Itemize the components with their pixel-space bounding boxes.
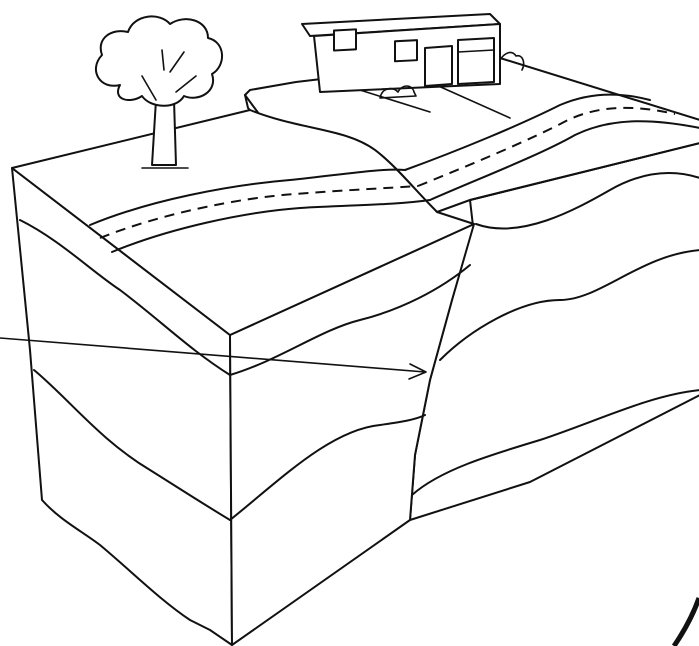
raised-top-surface [244, 57, 699, 216]
house-garage-line [457, 49, 495, 53]
left-front-layer-1 [229, 264, 471, 376]
house-garage [457, 37, 495, 85]
house-door [424, 45, 453, 87]
fault-arrow [0, 337, 427, 380]
tree [95, 15, 223, 169]
house [301, 13, 525, 99]
left-block-front-face [229, 223, 475, 646]
right-layer-3 [411, 389, 699, 496]
tree-branch-lines [141, 49, 197, 101]
house-window-right [394, 39, 418, 63]
driveway-left [359, 89, 431, 113]
right-layer-2 [439, 249, 699, 361]
upper-road-edge-left [404, 93, 651, 171]
lower-road-centerline [99, 185, 419, 239]
left-side-layer-1 [19, 219, 231, 376]
lower-road-edge-bottom [111, 199, 431, 253]
arrow-head [408, 363, 427, 380]
left-block-top-surface [11, 109, 475, 336]
house-window-left [333, 28, 357, 52]
arrow-shaft [0, 337, 426, 373]
house-bush [379, 85, 417, 99]
tree-crown [95, 15, 223, 107]
house-bush-right [499, 51, 525, 71]
left-side-layer-2 [33, 369, 231, 521]
upper-road-edge-right [429, 120, 699, 201]
left-block [11, 109, 475, 646]
left-front-layer-2 [229, 414, 426, 521]
corner-curve [671, 597, 699, 646]
lower-road-edge-top [89, 168, 406, 226]
left-block-side-face [11, 167, 233, 646]
right-layer-1 [475, 172, 699, 230]
slab-right-edge [469, 142, 699, 201]
